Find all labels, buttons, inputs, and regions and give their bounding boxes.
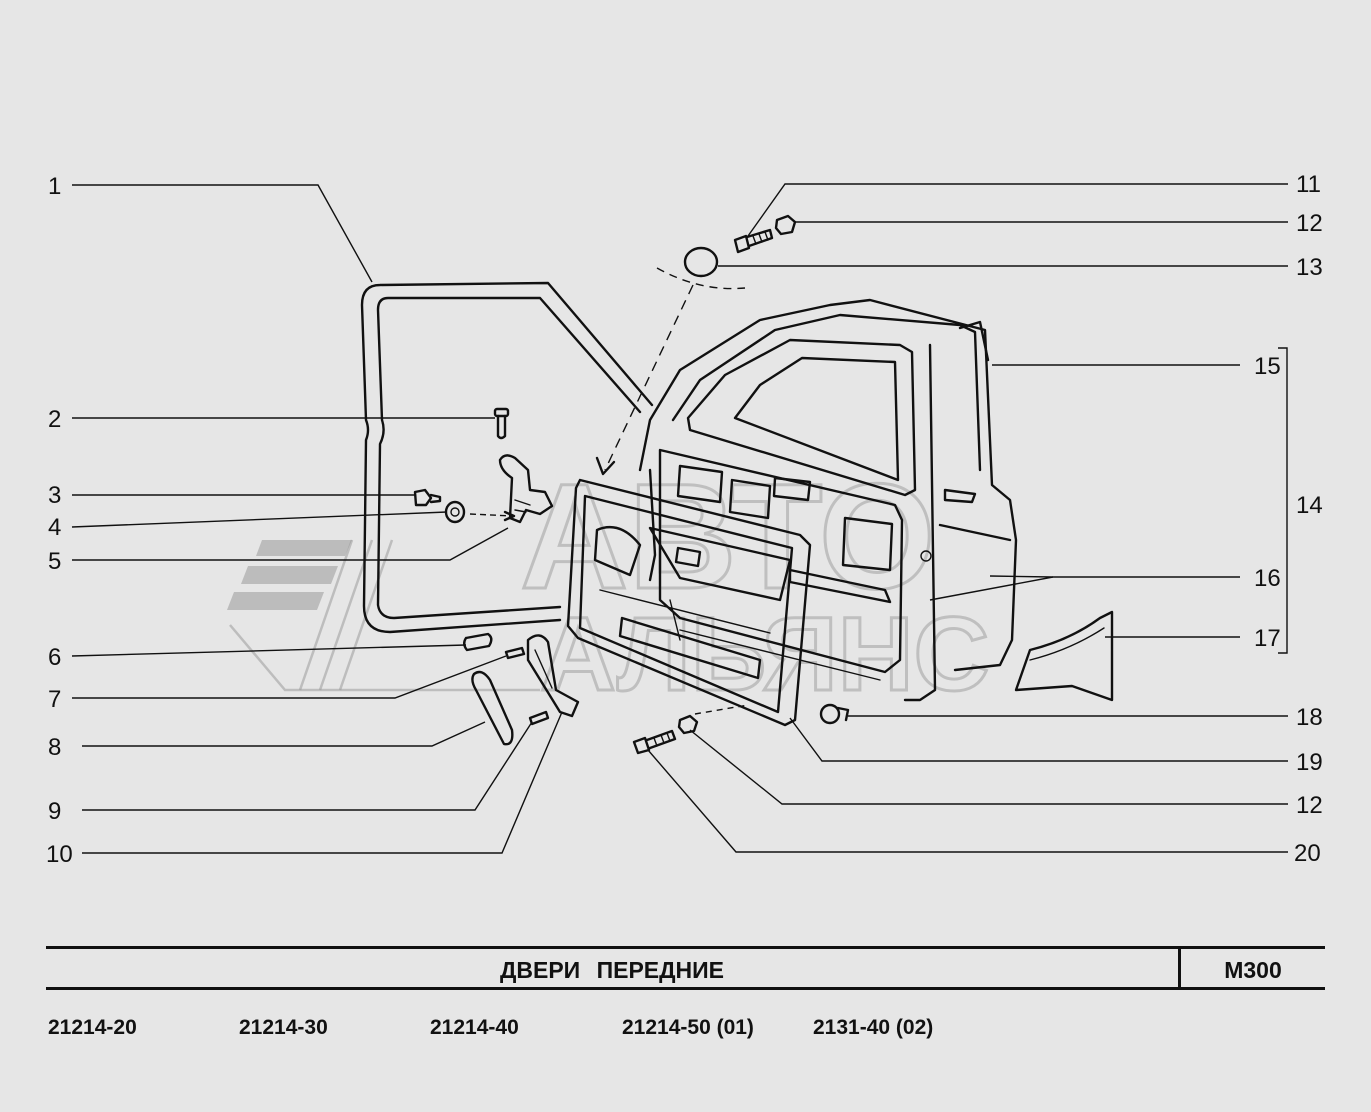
callout-labels: 1 2 3 4 5 6 7 8 9 10 11 12 13 14 15 16 1…: [46, 171, 1323, 868]
model-code: 21214-40: [430, 1016, 519, 1039]
drawing-code: М300: [1224, 957, 1282, 983]
leader-lines: [71, 183, 1288, 854]
screw-11: [733, 228, 774, 254]
callout-8: 8: [48, 734, 61, 761]
callout-16: 16: [1254, 565, 1281, 592]
bolt-3: [413, 488, 442, 507]
screw-7: [504, 646, 526, 660]
callout-13: 13: [1296, 254, 1323, 281]
screw-9: [528, 710, 550, 726]
drawing-title: ДВЕРИ ПЕРЕДНИЕ: [499, 957, 725, 983]
nut-12-top: [774, 214, 797, 236]
title-divider: [1178, 946, 1181, 990]
callout-2: 2: [48, 406, 61, 433]
callout-6: 6: [48, 644, 61, 671]
screw-20: [632, 729, 677, 755]
callout-4: 4: [48, 514, 61, 541]
trim-piece-17: [1014, 610, 1114, 702]
callout-1: 1: [48, 173, 61, 200]
door-limiter-5: [469, 454, 554, 524]
model-code: 21214-50 (01): [622, 1016, 754, 1039]
watermark-text-bottom: АЛЬЯНС: [540, 596, 989, 713]
callout-10: 10: [46, 841, 73, 868]
pin-2: [493, 407, 510, 440]
model-code: 2131-40 (02): [813, 1016, 934, 1039]
callout-15: 15: [1254, 353, 1281, 380]
callout-7: 7: [48, 686, 61, 713]
washer-4: [444, 500, 466, 524]
callout-14: 14: [1296, 492, 1323, 519]
watermark-text-top: АВТО: [520, 452, 936, 620]
title-block: ДВЕРИ ПЕРЕДНИЕ М300: [46, 946, 1325, 990]
callout-20: 20: [1294, 840, 1321, 867]
door-shell-15: [638, 298, 1018, 702]
model-code: 21214-30: [239, 1016, 328, 1039]
callout-11: 11: [1296, 171, 1321, 198]
armrest-10: [526, 634, 580, 718]
door-exploded-diagram: АВТО АЛЬЯНС: [46, 171, 1323, 868]
watermark-logo: АВТО АЛЬЯНС: [227, 451, 991, 715]
plug-13: [595, 246, 746, 476]
plug-6: [463, 632, 493, 652]
callout-17: 17: [1254, 625, 1281, 652]
callout-5: 5: [48, 548, 61, 575]
callout-12-top: 12: [1296, 210, 1323, 237]
callout-9: 9: [48, 798, 61, 825]
door-seal-1: [360, 281, 654, 634]
clip-18: [819, 703, 850, 725]
armrest-pad-8: [471, 670, 514, 746]
nut-12-bottom: [677, 704, 749, 735]
door-inner-panel-16: [658, 448, 932, 681]
callout-3: 3: [48, 482, 61, 509]
callout-19: 19: [1296, 749, 1323, 776]
model-code: 21214-20: [48, 1016, 137, 1039]
callout-12-bottom: 12: [1296, 792, 1323, 819]
callout-18: 18: [1296, 704, 1323, 731]
door-trim-19: [566, 478, 812, 727]
